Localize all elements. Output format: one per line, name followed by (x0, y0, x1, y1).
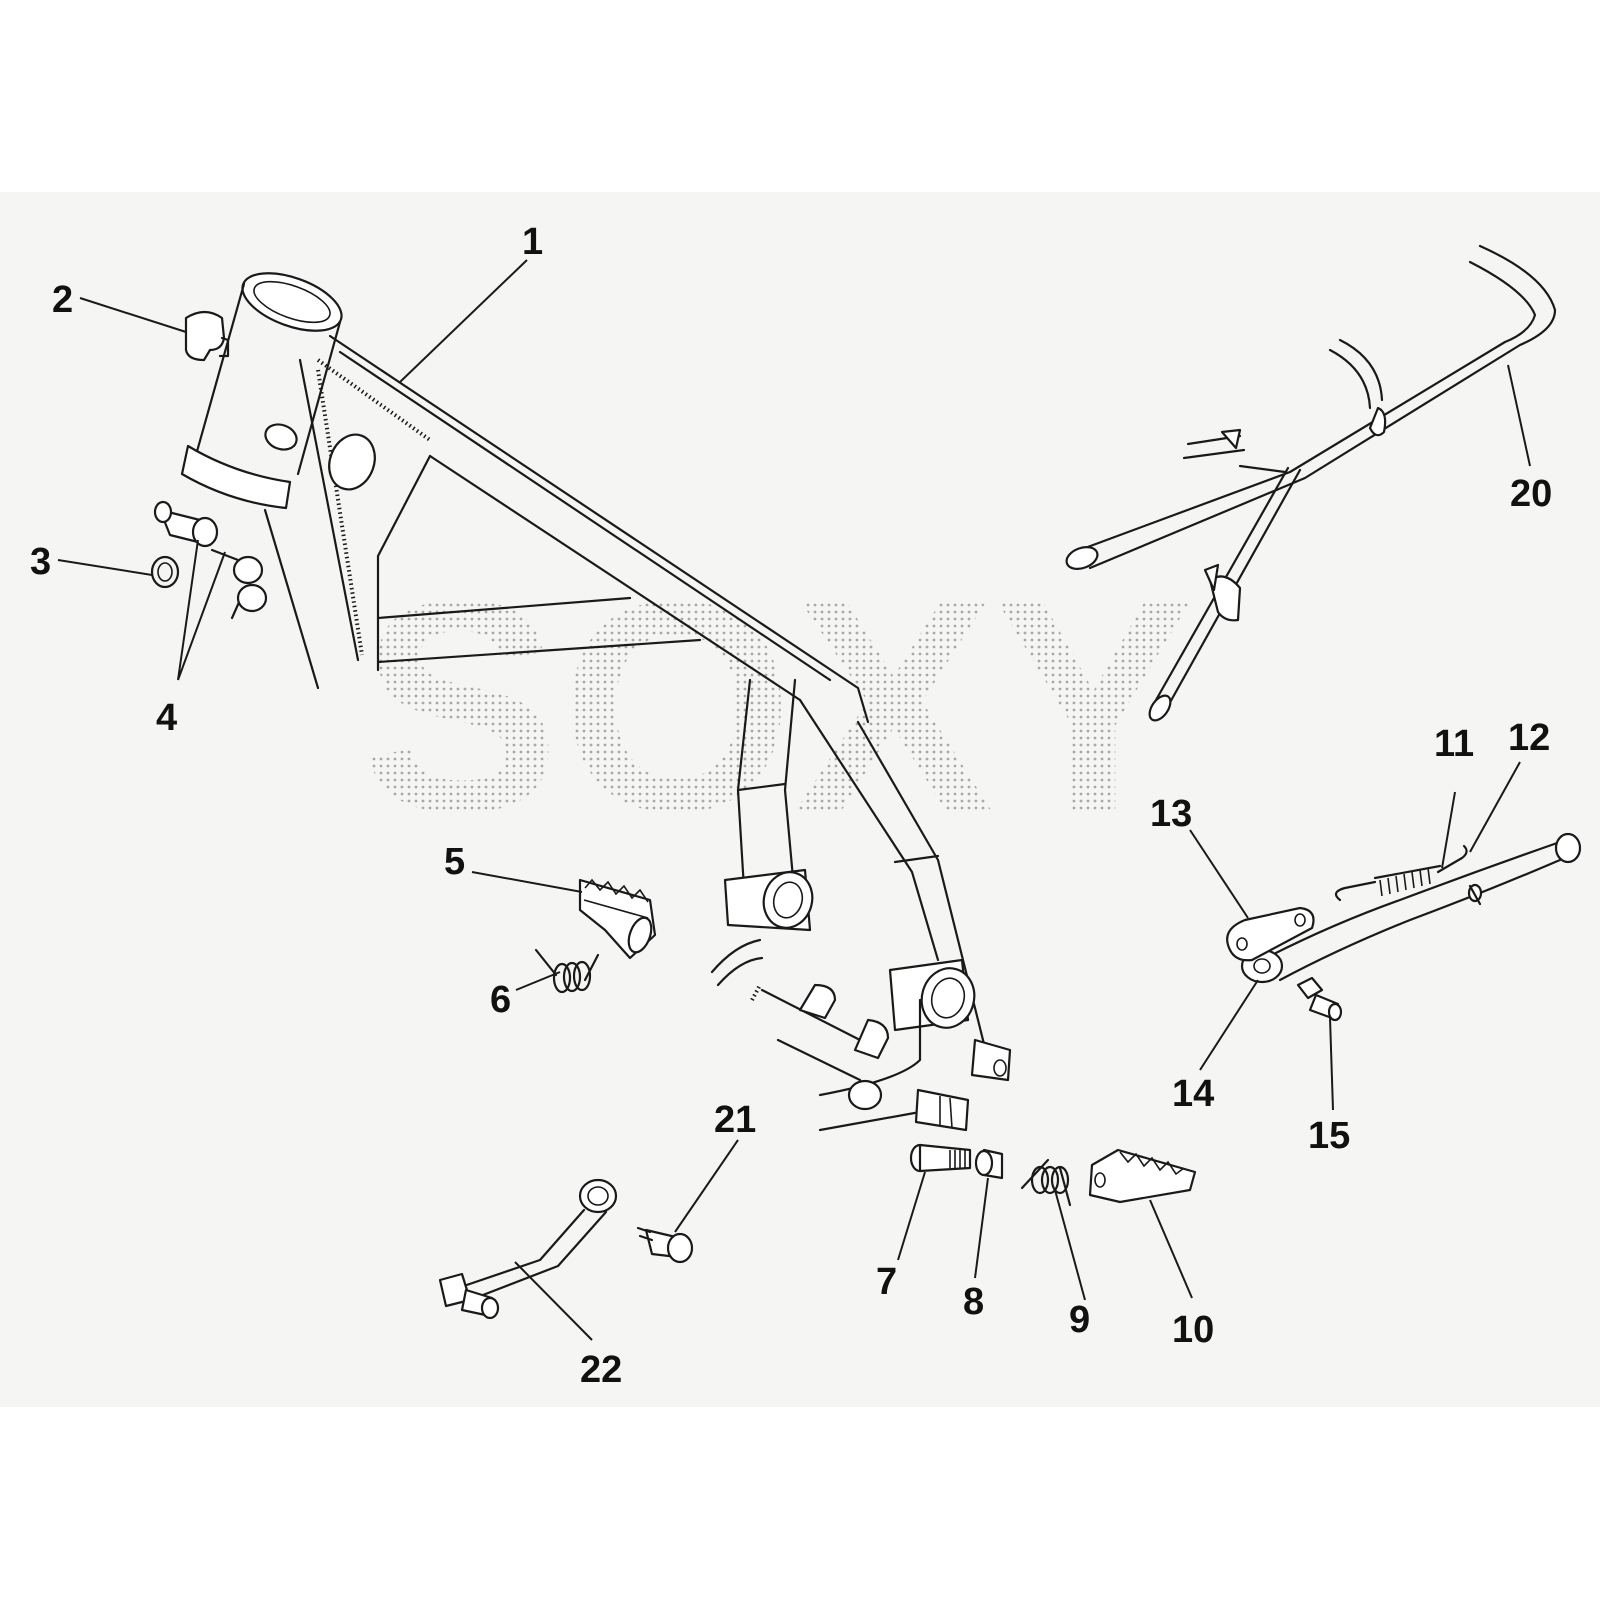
part-label-1: 1 (522, 221, 543, 263)
part-label-12: 12 (1508, 717, 1550, 759)
part-label-5: 5 (444, 841, 465, 883)
part-22-brake-pedal (438, 1178, 618, 1320)
part-8-bushing (974, 1148, 1004, 1180)
part-label-4: 4 (156, 697, 177, 739)
part-3-clip (150, 555, 180, 589)
part-label-3: 3 (30, 541, 51, 583)
leader-lines (57, 259, 1531, 1341)
part-20-subframe (1065, 244, 1557, 722)
part-label-14: 14 (1172, 1073, 1214, 1115)
part-6-spring (534, 948, 600, 994)
part-label-15: 15 (1308, 1115, 1350, 1157)
part-label-20: 20 (1510, 473, 1552, 515)
part-label-2: 2 (52, 279, 73, 321)
part-12-kickstand (1240, 832, 1582, 984)
part-2-bolt (184, 310, 230, 362)
part-10-footpeg-right (1088, 1148, 1197, 1204)
part-labels: 1 2 3 4 5 6 7 8 9 10 11 12 13 14 15 20 2… (30, 221, 1552, 1391)
part-7-bolt (909, 1143, 972, 1173)
frame-part (180, 272, 1012, 1132)
part-label-13: 13 (1150, 793, 1192, 835)
part-label-11: 11 (1434, 723, 1474, 765)
part-13-plate (1226, 906, 1315, 962)
part-11-spring (1334, 844, 1468, 902)
part-label-22: 22 (580, 1349, 622, 1391)
part-21-bolt (636, 1226, 694, 1264)
watermark-text: SOXY (360, 538, 1194, 874)
part-label-9: 9 (1069, 1299, 1090, 1341)
part-15-bolt (1296, 976, 1343, 1022)
part-label-8: 8 (963, 1281, 984, 1323)
part-4-lock-and-keys (153, 500, 268, 620)
part-label-6: 6 (490, 979, 511, 1021)
part-5-footpeg-left (578, 878, 657, 960)
diagram-panel (0, 192, 1600, 1407)
part-label-21: 21 (714, 1099, 756, 1141)
part-9-spring (1020, 1158, 1072, 1207)
part-label-10: 10 (1172, 1309, 1214, 1351)
part-label-7: 7 (876, 1261, 897, 1303)
